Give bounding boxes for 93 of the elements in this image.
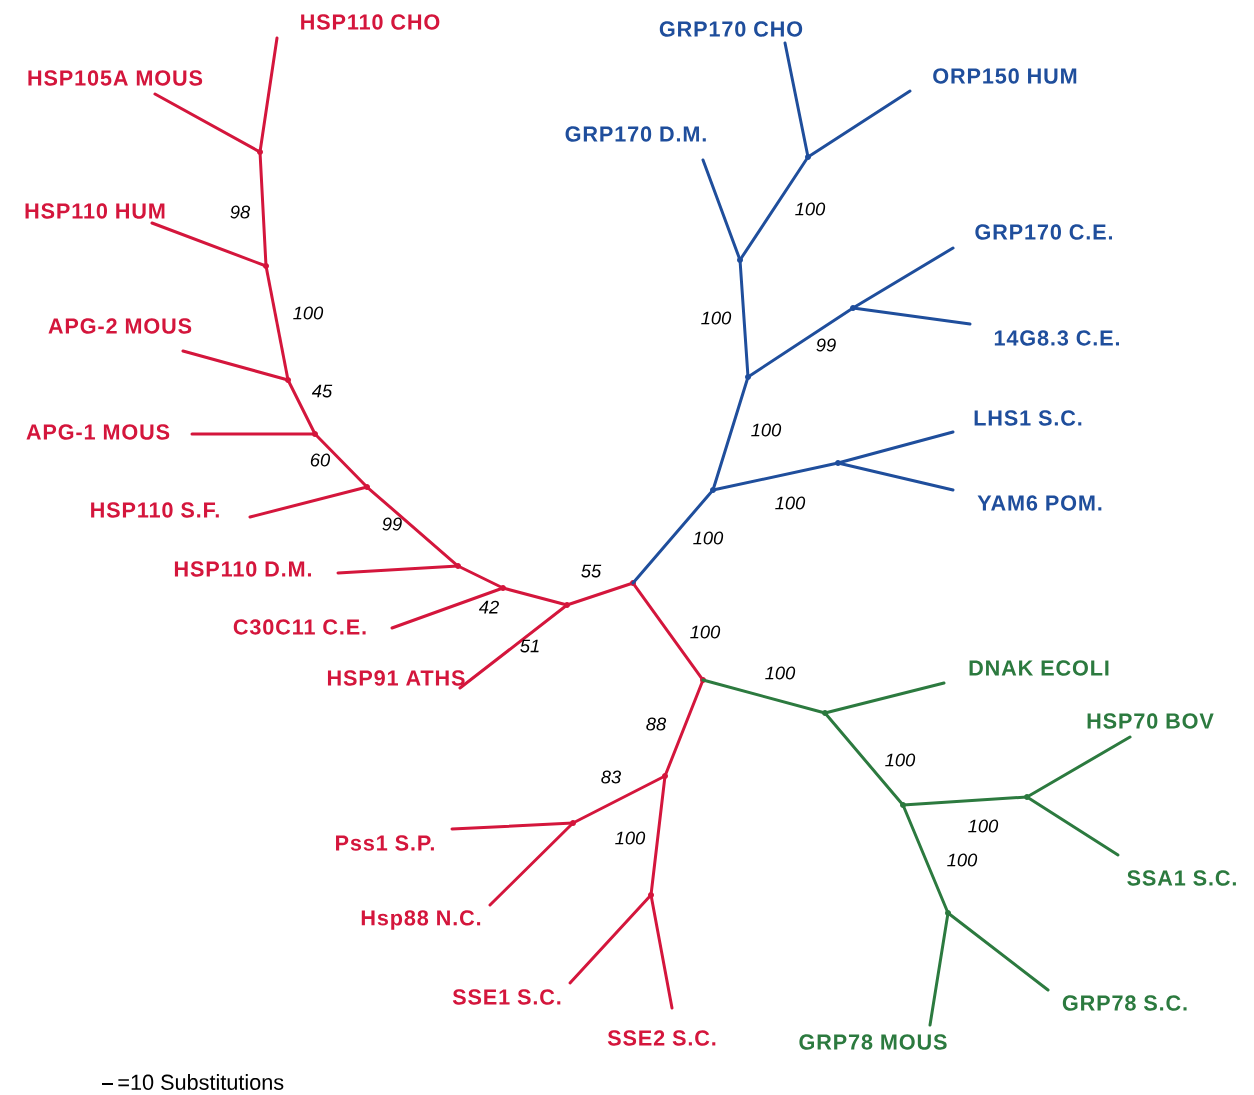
tree-branch: [738, 258, 750, 379]
tree-branch: [1025, 735, 1132, 799]
tree-branch: [928, 911, 950, 1027]
tree-branch: [738, 155, 810, 262]
tree-branch: [1025, 795, 1120, 857]
tree-branch: [264, 264, 290, 382]
leaf-label: APG-1 MOUS: [26, 424, 170, 440]
bootstrap-value: 51: [520, 639, 539, 653]
tree-branch: [181, 349, 290, 382]
tree-branch: [565, 581, 635, 607]
tree-branch: [631, 488, 715, 585]
bootstrap-value: 100: [968, 819, 999, 833]
tree-branch: [701, 158, 742, 262]
bootstrap-value: 100: [701, 311, 732, 325]
leaf-label: 14G8.3 C.E.: [994, 330, 1119, 346]
tree-branch: [488, 821, 575, 907]
tree-branch: [458, 603, 569, 690]
bootstrap-value: 60: [310, 453, 331, 467]
tree-branch: [663, 678, 705, 778]
bootstrap-value: 98: [230, 205, 251, 219]
leaf-label: SSE2 S.C.: [607, 1030, 716, 1046]
tree-branch: [823, 711, 905, 807]
leaf-label: HSP110 S.F.: [91, 502, 219, 518]
tree-branch: [649, 893, 674, 1010]
leaf-label: SSA1 S.C.: [1127, 870, 1236, 886]
bootstrap-value: 88: [646, 717, 667, 731]
branch-junction: [570, 820, 576, 826]
leaf-label: LHS1 S.C.: [974, 410, 1082, 426]
leaf-label: Pss1 S.P.: [336, 835, 434, 851]
tree-branch: [286, 378, 317, 436]
tree-branch: [631, 581, 705, 682]
bootstrap-value: 100: [885, 753, 916, 767]
tree-branch: [248, 485, 369, 519]
leaf-label: DNAK ECOLI: [969, 660, 1109, 676]
bootstrap-value: 55: [581, 564, 602, 578]
leaf-label: APG-2 MOUS: [48, 318, 192, 334]
tree-branch: [823, 681, 946, 715]
tree-branch: [456, 564, 505, 590]
bootstrap-value: 45: [311, 384, 333, 398]
bootstrap-value: 100: [693, 531, 724, 545]
leaf-label: C30C11 C.E.: [233, 619, 366, 635]
bootstrap-value: 100: [947, 853, 978, 867]
tree-branch: [571, 774, 667, 825]
tree-branch: [190, 432, 317, 436]
tree-branch: [711, 375, 750, 492]
leaf-label: GRP78 MOUS: [799, 1034, 947, 1050]
tree-branch: [851, 246, 955, 310]
tree-branch: [258, 150, 268, 268]
tree-branch: [746, 306, 855, 379]
bootstrap-value: 100: [765, 666, 796, 680]
tree-branch: [313, 432, 369, 489]
bootstrap-value: 100: [690, 625, 721, 639]
bootstrap-value: 100: [293, 306, 324, 320]
tree-branch: [150, 221, 268, 268]
tree-branch: [901, 803, 950, 915]
bootstrap-value: 99: [816, 338, 836, 352]
leaf-label: HSP70 BOV: [1087, 713, 1214, 729]
leaf-label: YAM6 POM.: [977, 495, 1102, 511]
tree-branch: [701, 678, 827, 715]
leaf-label: Hsp88 N.C.: [361, 910, 481, 930]
bootstrap-value: 83: [601, 770, 622, 784]
leaf-label: HSP105A MOUS: [28, 70, 203, 86]
leaf-label: ORP150 HUM: [933, 68, 1077, 84]
leaf-label: GRP78 S.C.: [1062, 995, 1187, 1011]
bootstrap-value: 100: [775, 496, 806, 510]
bootstrap-value: 100: [795, 202, 826, 216]
scale-label: =10 Substitutions: [118, 1074, 284, 1090]
bootstrap-value: 42: [478, 600, 499, 614]
tree-branch: [851, 306, 972, 326]
leaf-label: HSP110 CHO: [301, 14, 440, 30]
tree-branch: [901, 795, 1029, 807]
leaf-label: GRP170 CHO: [659, 21, 803, 37]
tree-branch: [258, 36, 279, 154]
tree-branch: [806, 89, 912, 159]
leaf-label: GRP170 C.E.: [975, 224, 1112, 240]
tree-branch: [390, 586, 505, 630]
tree-branch: [946, 911, 1050, 992]
tree-branch: [836, 461, 955, 492]
tree-branch: [836, 430, 955, 465]
tree-branch: [649, 774, 667, 897]
bootstrap-value: 99: [382, 517, 402, 531]
leaf-label: SSE1 S.C.: [452, 989, 561, 1005]
leaf-label: HSP91 ATHS: [327, 670, 465, 686]
leaf-label: HSP110 HUM: [25, 203, 165, 219]
tree-branch: [153, 92, 262, 154]
leaf-label: HSP110 D.M.: [174, 561, 311, 577]
tree-branch: [711, 461, 840, 492]
bootstrap-value: 100: [751, 423, 782, 437]
tree-branch: [365, 485, 460, 568]
tree-branch: [783, 41, 810, 159]
leaf-label: GRP170 D.M.: [565, 126, 706, 142]
bootstrap-value: 100: [615, 831, 646, 845]
tree-branch: [568, 893, 653, 985]
